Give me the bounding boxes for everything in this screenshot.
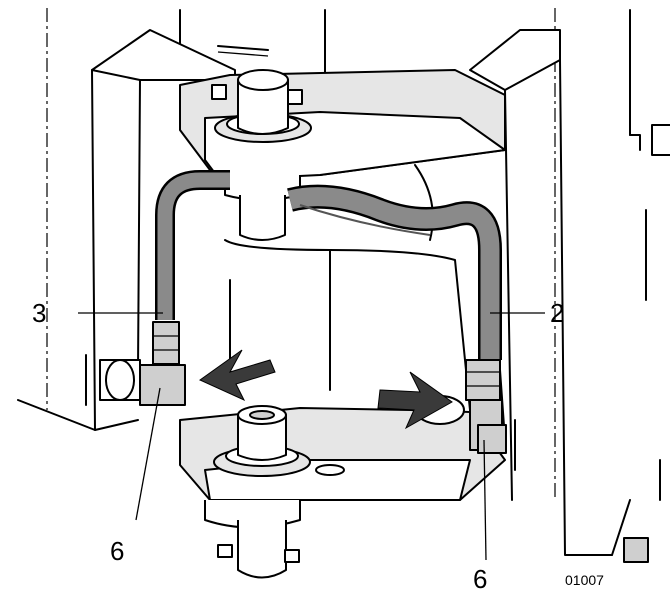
callout-2: 2 [550, 298, 564, 328]
hose-right-2 [287, 184, 502, 360]
lower-pivot-plate [179, 405, 506, 579]
arrow-right-icon [377, 371, 453, 430]
arrow-left-icon [199, 349, 276, 402]
fitting-left-6 [139, 321, 186, 406]
figure-number: 01007 [565, 572, 604, 588]
central-body [224, 164, 471, 411]
callout-3: 3 [32, 298, 46, 328]
callout-6-left: 6 [110, 536, 124, 566]
housing-frame [17, 8, 670, 563]
hose-left-3 [155, 170, 230, 320]
upper-pivot-plate [179, 69, 506, 241]
callout-6-right: 6 [473, 564, 487, 590]
left-port [85, 354, 141, 406]
leader-lines [78, 312, 545, 561]
fitting-right-6 [465, 359, 507, 454]
